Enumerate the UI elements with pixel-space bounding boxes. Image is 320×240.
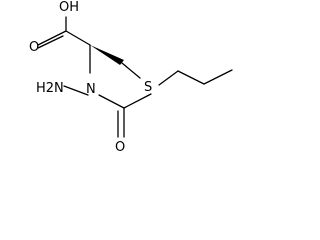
bond-c1-o-double-b <box>37 35 64 49</box>
bond-n-acetyl-c <box>98 94 125 109</box>
atom-label-hydroxyl: OH <box>59 0 79 15</box>
bond-n-nh2 <box>63 85 89 96</box>
wedge-bond-calpha-ch2 <box>90 45 124 65</box>
bond-propyl-c1-c2 <box>177 70 205 85</box>
atom-label-nitrogen: N <box>86 82 96 97</box>
bond-ch2-s <box>121 62 141 79</box>
bond-c1-calpha <box>65 30 91 46</box>
molecule-structure: OH O N H2N S O <box>29 0 233 155</box>
atom-label-acetyl-carbonyl-oxygen: O <box>115 140 125 155</box>
bond-c1-o-double-a <box>37 30 67 46</box>
atom-label-acid-carbonyl-oxygen: O <box>29 40 39 55</box>
atom-label-amino: H2N <box>36 81 64 96</box>
bond-s-c1 <box>158 70 179 86</box>
bond-propyl-c2-c3 <box>203 69 233 85</box>
bond-acetyl-methyl <box>123 93 152 109</box>
atom-label-sulfur: S <box>144 80 152 95</box>
structure-canvas: OH O N H2N S O <box>29 0 233 155</box>
